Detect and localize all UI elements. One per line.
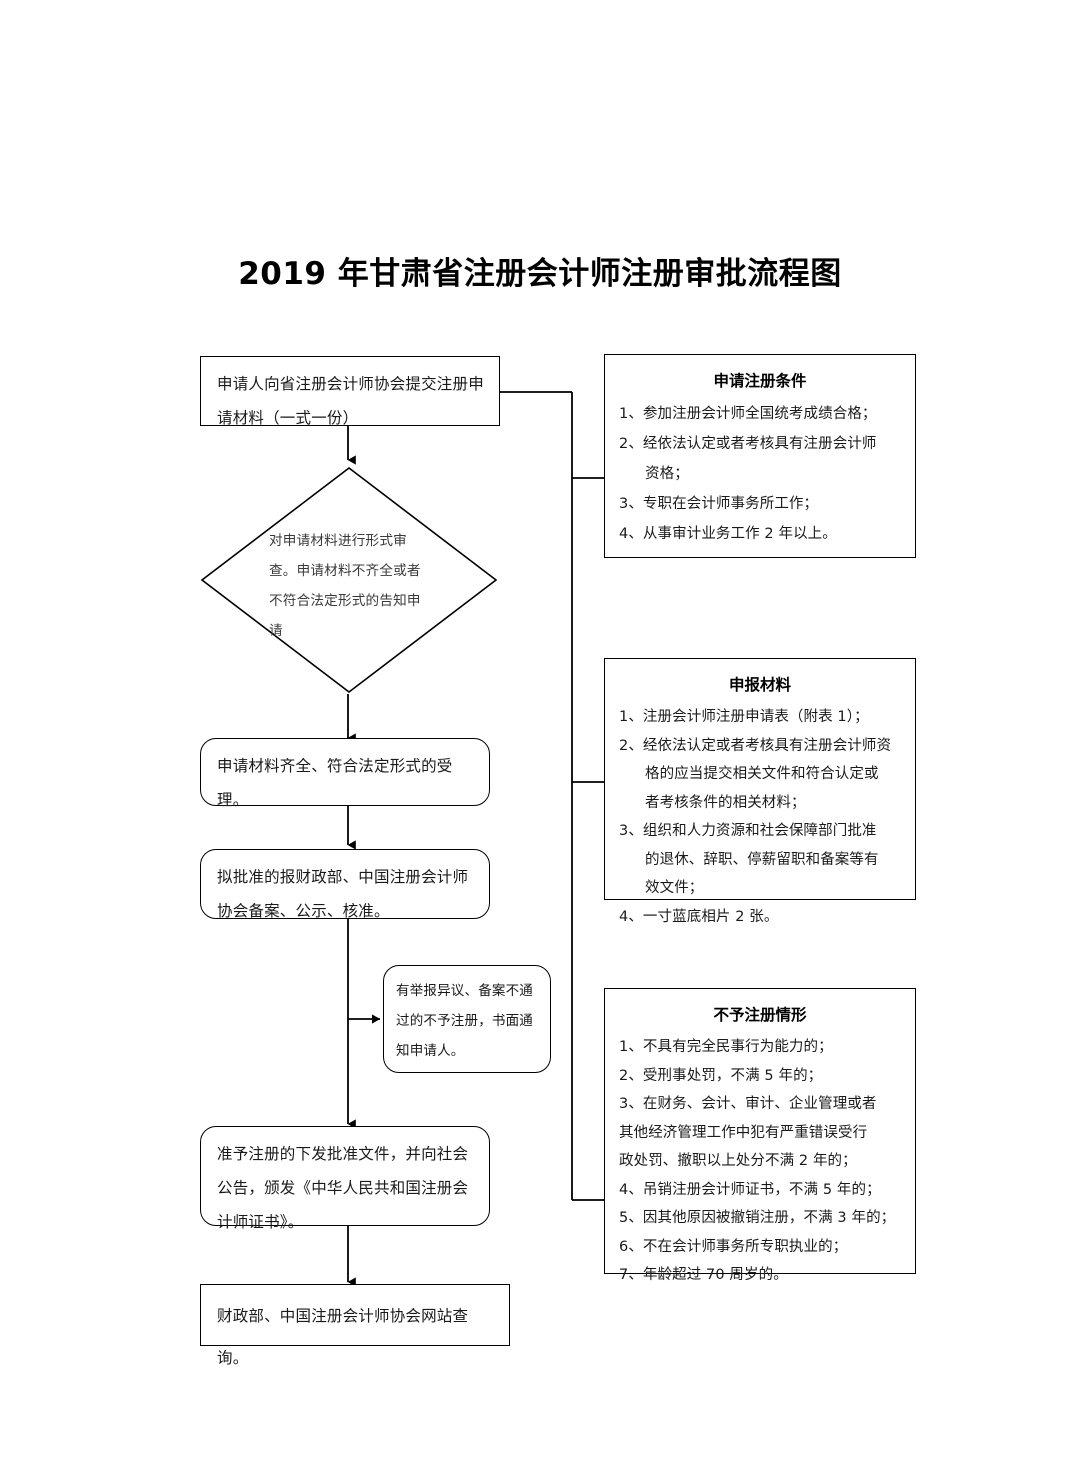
node-decision-label: 对申请材料进行形式审查。申请材料不齐全或者不符合法定形式的告知申请 [269,533,421,638]
list-item-text: 3、专职在会计师事务所工作； [619,496,819,512]
panel-refusal-title: 不予注册情形 [713,1006,807,1024]
list-item-text: 6、不在会计师事务所专职执业的； [619,1238,848,1255]
list-item-text: 2、受刑事处罚，不满 5 年的； [619,1067,823,1084]
list-item: 者考核条件的相关材料； [619,789,901,818]
node-website-query[interactable]: 财政部、中国注册会计师协会网站查询。 [200,1284,510,1367]
node-filing-publicity-approval[interactable]: 拟批准的报财政部、中国注册会计师协会备案、公示、核准。 [200,849,490,920]
page-title: 2019 年甘肃省注册会计师注册审批流程图 [238,256,842,292]
list-item: 2、经依法认定或者考核具有注册会计师 [619,429,901,459]
list-item-text: 4、吊销注册会计师证书，不满 5 年的； [619,1181,881,1198]
list-item-text: 5、因其他原因被撤销注册，不满 3 年的； [619,1210,896,1226]
node-decision-form-review[interactable]: 对申请材料进行形式审查。申请材料不齐全或者不符合法定形式的告知申请 [200,466,498,694]
list-item: 2、经依法认定或者考核具有注册会计师资 [619,732,901,761]
diamond-shape [200,466,498,694]
node-start-submit-application[interactable]: 申请人向省注册会计师协会提交注册申请材料（一式一份） [200,356,500,427]
list-item: 7、年龄超过 70 周岁的。 [619,1261,901,1290]
list-item: 1、注册会计师注册申请表（附表 1）； [619,703,901,732]
list-item: 资格； [619,459,901,489]
list-item: 效文件； [619,874,901,903]
list-item-text: 3、组织和人力资源和社会保障部门批准 [619,823,877,839]
panel-materials-title: 申报材料 [728,676,791,694]
node-start-label: 申请人向省注册会计师协会提交注册申请材料（一式一份） [217,375,484,427]
list-item-text: 3、在财务、会计、审计、企业管理或者 [619,1096,877,1112]
list-item: 3、在财务、会计、审计、企业管理或者 [619,1090,901,1119]
node-accept-materials[interactable]: 申请材料齐全、符合法定形式的受理。 [200,738,490,809]
node-filing-label: 拟批准的报财政部、中国注册会计师协会备案、公示、核准。 [217,868,469,920]
list-item: 6、不在会计师事务所专职执业的； [619,1233,901,1262]
node-approval-label: 准予注册的下发批准文件，并向社会公告，颁发《中华人民共和国注册会计师证书》。 [217,1145,469,1231]
panel-refusal-circumstances[interactable]: 不予注册情形 1、不具有完全民事行为能力的； 2、受刑事处罚，不满 5 年的； … [604,988,916,1283]
list-item: 2、受刑事处罚，不满 5 年的； [619,1062,901,1091]
list-item: 1、不具有完全民事行为能力的； [619,1033,901,1062]
node-accept-label: 申请材料齐全、符合法定形式的受理。 [217,757,453,809]
list-item-text: 政处罚、撤职以上处分不满 2 年的； [619,1153,857,1169]
list-item-text: 7、年龄超过 70 周岁的。 [619,1267,788,1283]
list-item: 的退休、辞职、停薪留职和备案等有 [619,846,901,875]
list-item-text: 2、经依法认定或者考核具有注册会计师 [619,436,877,452]
list-item: 4、一寸蓝底相片 2 张。 [619,903,901,932]
node-reject-notice-label: 有举报异议、备案不通过的不予注册，书面通知申请人。 [396,983,533,1059]
list-item-text: 1、不具有完全民事行为能力的； [619,1039,833,1055]
list-item-text: 4、从事审计业务工作 2 年以上。 [619,526,837,542]
list-item: 3、专职在会计师事务所工作； [619,489,901,519]
list-item-text: 者考核条件的相关材料； [645,794,806,811]
list-item: 4、从事审计业务工作 2 年以上。 [619,519,901,549]
list-item: 5、因其他原因被撤销注册，不满 3 年的； [619,1204,901,1233]
list-item: 其他经济管理工作中犯有严重错误受行 [619,1119,901,1148]
list-item: 3、组织和人力资源和社会保障部门批准 [619,817,901,846]
list-item: 政处罚、撤职以上处分不满 2 年的； [619,1147,901,1176]
node-approval-certificate[interactable]: 准予注册的下发批准文件，并向社会公告，颁发《中华人民共和国注册会计师证书》。 [200,1126,490,1231]
list-item-text: 资格； [645,466,689,482]
panel-materials-list: 1、注册会计师注册申请表（附表 1）； 2、经依法认定或者考核具有注册会计师资 … [619,703,901,931]
panel-refusal-list: 1、不具有完全民事行为能力的； 2、受刑事处罚，不满 5 年的； 3、在财务、会… [619,1033,901,1290]
panel-application-materials[interactable]: 申报材料 1、注册会计师注册申请表（附表 1）； 2、经依法认定或者考核具有注册… [604,658,916,925]
list-item-text: 格的应当提交相关文件和符合认定或 [645,766,879,782]
list-item-text: 其他经济管理工作中犯有严重错误受行 [619,1124,868,1141]
list-item-text: 效文件； [645,880,704,896]
list-item-text: 1、注册会计师注册申请表（附表 1）； [619,709,869,725]
node-reject-notice[interactable]: 有举报异议、备案不通过的不予注册，书面通知申请人。 [383,965,551,1073]
list-item-text: 的退休、辞职、停薪留职和备案等有 [645,851,879,868]
node-query-label: 财政部、中国注册会计师协会网站查询。 [217,1307,469,1367]
panel-conditions-list: 1、参加注册会计师全国统考成绩合格； 2、经依法认定或者考核具有注册会计师 资格… [619,399,901,549]
list-item: 4、吊销注册会计师证书，不满 5 年的； [619,1176,901,1205]
panel-registration-conditions[interactable]: 申请注册条件 1、参加注册会计师全国统考成绩合格； 2、经依法认定或者考核具有注… [604,354,916,558]
panel-conditions-title: 申请注册条件 [713,372,807,390]
list-item-text: 1、参加注册会计师全国统考成绩合格； [619,406,877,422]
list-item: 1、参加注册会计师全国统考成绩合格； [619,399,901,429]
list-item-text: 4、一寸蓝底相片 2 张。 [619,908,779,925]
list-item-text: 2、经依法认定或者考核具有注册会计师资 [619,737,892,754]
list-item: 格的应当提交相关文件和符合认定或 [619,760,901,789]
